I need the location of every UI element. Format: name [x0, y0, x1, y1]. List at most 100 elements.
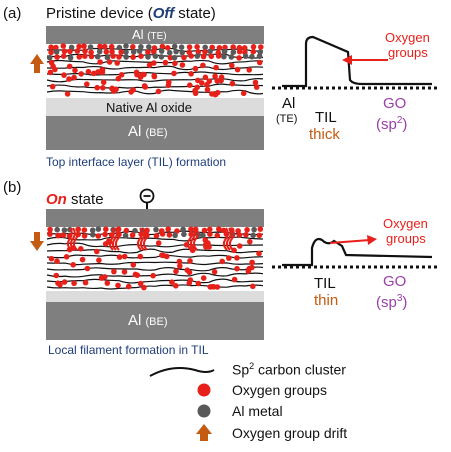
oxygen-group-dot — [151, 60, 157, 66]
oxygen-group-dot — [130, 262, 137, 268]
oxygen-filament — [189, 227, 196, 251]
al-metal-dot — [172, 232, 178, 239]
al-metal-dot — [194, 53, 201, 59]
be-sub-a: (BE) — [145, 127, 168, 139]
al-metal-dot — [132, 227, 138, 234]
oxygen-group-dot — [78, 246, 84, 252]
al-metal-dot — [153, 226, 159, 233]
oxygen-group-dot — [109, 85, 115, 92]
al-metal-dot — [138, 44, 144, 50]
oxygen-group-dot — [211, 269, 218, 275]
be-label-a: Al — [128, 123, 142, 140]
oxygen-group-dot — [74, 48, 81, 54]
oxygen-group-dot — [226, 255, 232, 261]
al-metal-dot — [94, 53, 101, 60]
oxygen-group-dot — [99, 67, 106, 73]
oxygen-group-dot — [118, 49, 124, 55]
panel-a-title-state: Off — [152, 5, 175, 22]
oxygen-group-dot — [95, 233, 102, 239]
go-sub-b-post: ) — [402, 294, 408, 311]
oxygen-group-dot — [109, 48, 115, 55]
oxygen-group-dot — [195, 49, 202, 55]
oxygen-group-dot — [114, 60, 120, 66]
oxygen-group-dot — [47, 231, 53, 237]
oxygen-label-a-line2: groups — [388, 45, 428, 60]
oxygen-group-dot — [88, 53, 95, 60]
oxygen-group-dot — [174, 228, 180, 234]
oxygen-group-dot — [121, 269, 128, 275]
legend-carbon-pre: Sp — [232, 361, 250, 378]
oxygen-group-dot — [130, 54, 136, 60]
oxygen-group-dot — [84, 81, 90, 87]
carbon-cluster-line — [46, 284, 264, 290]
oxygen-group-dot — [138, 53, 144, 59]
al-metal-dot — [178, 44, 185, 50]
oxygen-group-dot — [173, 283, 179, 289]
oxygen-group-dot — [116, 54, 122, 60]
oxygen-group-dot — [54, 258, 60, 265]
oxygen-group-dot — [79, 256, 86, 263]
al-metal-dot — [256, 53, 263, 59]
oxygen-group-dot — [110, 53, 116, 59]
oxygen-group-dot — [48, 255, 55, 262]
oxygen-group-dot — [207, 231, 213, 237]
al-metal-dot — [145, 54, 151, 60]
oxygen-group-dot — [82, 53, 88, 59]
al-metal-dot — [90, 231, 96, 238]
oxygen-group-dot — [130, 87, 136, 93]
al-metal-dot — [251, 226, 257, 233]
oxygen-group-dot — [82, 279, 89, 286]
oxygen-group-dot — [214, 232, 221, 239]
carbon-cluster-line — [46, 254, 264, 259]
panel-b-caption: Local filament formation in TIL — [48, 343, 209, 357]
legend-oxygen-label: Oxygen groups — [232, 382, 327, 398]
al-metal-dot — [123, 54, 129, 60]
oxygen-group-dot — [60, 232, 66, 238]
oxygen-group-dot — [101, 43, 108, 50]
oxygen-group-dot — [102, 231, 108, 238]
oxygen-group-dot — [166, 232, 173, 238]
oxygen-group-dot — [146, 62, 153, 68]
al-metal-dot — [221, 48, 228, 55]
oxygen-group-dot — [234, 265, 240, 272]
oxygen-group-dot — [85, 68, 92, 75]
panel-a-title-pre: Pristine device ( — [46, 5, 153, 22]
oxygen-group-dot — [76, 43, 82, 50]
oxygen-group-dot — [164, 45, 171, 51]
oxygen-group-dot — [219, 258, 225, 265]
oxygen-group-dot — [151, 49, 157, 55]
al-metal-dot — [89, 227, 96, 233]
oxygen-group-dot — [213, 64, 219, 71]
oxygen-group-dot — [230, 44, 236, 50]
top-electrode-b — [46, 209, 264, 227]
go-sub-a-pre: (sp — [376, 116, 397, 133]
go-sub-a-sup: 2 — [396, 115, 403, 126]
oxygen-group-dot — [54, 54, 60, 60]
oxygen-group-dot — [244, 227, 250, 233]
panel-a-title-post: state) — [174, 5, 216, 22]
native-oxide-label: Native Al oxide — [106, 100, 192, 115]
oxygen-group-dot — [164, 253, 170, 260]
panel-b-label: (b) — [3, 179, 22, 196]
oxygen-group-dot — [61, 72, 67, 78]
oxygen-drift-arrow-b — [30, 232, 44, 251]
oxygen-group-dot — [47, 226, 53, 233]
oxygen-group-dot — [187, 258, 193, 264]
be-sub-b: (BE) — [145, 316, 168, 328]
oxygen-group-dot — [195, 280, 202, 287]
panel-a-title: Pristine device (Off state) — [46, 6, 216, 21]
go-label-a: GO — [383, 95, 407, 112]
oxygen-group-dot — [167, 54, 174, 61]
al-metal-dot — [158, 54, 165, 60]
oxygen-group-dot — [200, 53, 207, 60]
oxygen-group-dot — [91, 70, 97, 77]
oxygen-group-dot — [179, 62, 186, 68]
oxygen-group-dot — [159, 252, 165, 258]
al-metal-dot — [130, 49, 137, 55]
oxygen-group-dot — [104, 280, 111, 286]
oxygen-group-dot — [216, 226, 222, 232]
legend-oxygen-symbol — [197, 383, 211, 397]
til-state-a: thick — [309, 126, 340, 143]
oxygen-group-dot — [249, 259, 255, 266]
al-metal-dot — [173, 48, 179, 55]
